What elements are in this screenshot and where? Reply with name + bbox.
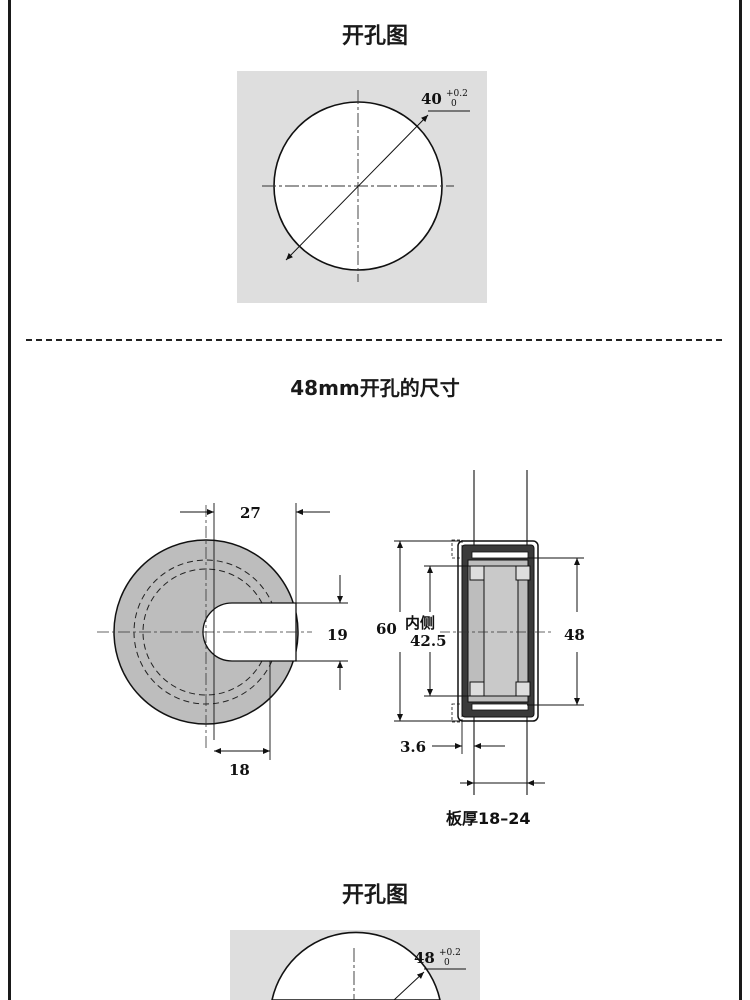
top-tol-upper: +0.2 bbox=[446, 89, 468, 99]
bottom-hole-diagram: 48 +0.2 0 bbox=[230, 930, 480, 1000]
dim-inner-diameter: 42.5 bbox=[410, 632, 447, 650]
grommet-core bbox=[483, 565, 519, 697]
frame-left-border bbox=[8, 0, 11, 1000]
lid-top bbox=[471, 551, 529, 559]
dim-width-bottom: 18 bbox=[229, 761, 250, 779]
bottom-hole-circle bbox=[271, 931, 441, 1000]
top-hole-diagram: 40 +0.2 0 bbox=[237, 71, 487, 303]
bottom-tol-upper: +0.2 bbox=[439, 948, 461, 958]
top-diameter-leader bbox=[285, 114, 429, 261]
bottom-diameter-value: 48 bbox=[414, 949, 435, 967]
dim-width-top: 27 bbox=[240, 504, 261, 522]
bottom-tol-lower: 0 bbox=[444, 958, 450, 968]
bottom-diameter-leader bbox=[393, 971, 425, 1000]
clip-bottom-right bbox=[515, 681, 531, 697]
clip-bottom-left bbox=[469, 681, 485, 697]
section-divider bbox=[26, 339, 722, 341]
frame-right-border bbox=[739, 0, 742, 1000]
inner-side-label: 内侧 bbox=[405, 614, 435, 632]
clip-top-right bbox=[515, 565, 531, 581]
grommet-flange-outline bbox=[457, 540, 539, 722]
bottom-section-title: 开孔图 bbox=[341, 883, 408, 908]
middle-section-title: 48mm开孔的尺寸 bbox=[290, 376, 460, 400]
top-diameter-value: 40 bbox=[421, 90, 442, 108]
dim-lip-thickness: 3.6 bbox=[400, 738, 426, 756]
flange-hidden-bottom bbox=[451, 703, 463, 723]
board-thickness-label: 板厚18–24 bbox=[446, 809, 531, 828]
dim-hole-diameter: 48 bbox=[564, 626, 585, 644]
dim-outer-diameter: 60 bbox=[376, 620, 397, 638]
top-tol-lower: 0 bbox=[451, 99, 457, 109]
grommet-front-view: 27 19 18 bbox=[97, 503, 348, 779]
lid-bottom bbox=[471, 703, 529, 711]
flange-hidden-top bbox=[451, 539, 463, 559]
clip-top-left bbox=[469, 565, 485, 581]
dim-slot-height: 19 bbox=[327, 626, 348, 644]
top-section-title: 开孔图 bbox=[341, 24, 408, 49]
grommet-side-view: 60 内侧 42.5 48 3.6 板厚18–24 bbox=[376, 470, 585, 828]
